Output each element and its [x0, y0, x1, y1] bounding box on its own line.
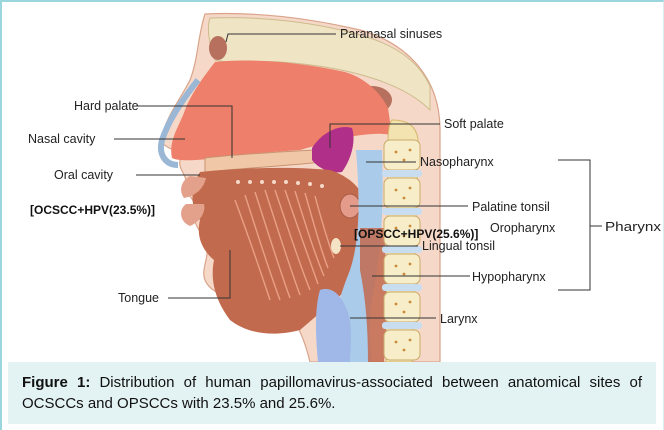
label-hypopharynx: Hypopharynx — [472, 270, 546, 284]
label-oral-cavity: Oral cavity — [54, 168, 114, 182]
paranasal-sinus-frontal — [209, 36, 227, 60]
label-tongue: Tongue — [118, 291, 159, 305]
anatomy-diagram: Paranasal sinuses Hard palate Nasal cavi… — [0, 0, 664, 362]
label-soft-palate: Soft palate — [444, 117, 504, 131]
label-paranasal-sinuses: Paranasal sinuses — [340, 27, 442, 41]
caption-text: Distribution of human papillomavirus-ass… — [22, 374, 642, 412]
annotation-opscc: [OPSCC+HPV(25.6%)] — [354, 227, 478, 241]
label-palatine-tonsil: Palatine tonsil — [472, 200, 550, 214]
label-lingual-tonsil: Lingual tonsil — [422, 239, 495, 253]
lingual-tonsil-shape — [331, 238, 341, 254]
caption-prefix: Figure 1: — [22, 374, 90, 391]
label-pharynx: Pharynx — [605, 220, 662, 234]
label-nasopharynx: Nasopharynx — [420, 155, 494, 169]
label-larynx: Larynx — [440, 312, 478, 326]
label-nasal-cavity: Nasal cavity — [28, 132, 96, 146]
label-hard-palate: Hard palate — [74, 99, 139, 113]
annotation-ocscc: [OCSCC+HPV(23.5%)] — [30, 203, 155, 217]
label-oropharynx: Oropharynx — [490, 221, 556, 235]
figure-caption: Figure 1: Distribution of human papillom… — [22, 372, 642, 414]
